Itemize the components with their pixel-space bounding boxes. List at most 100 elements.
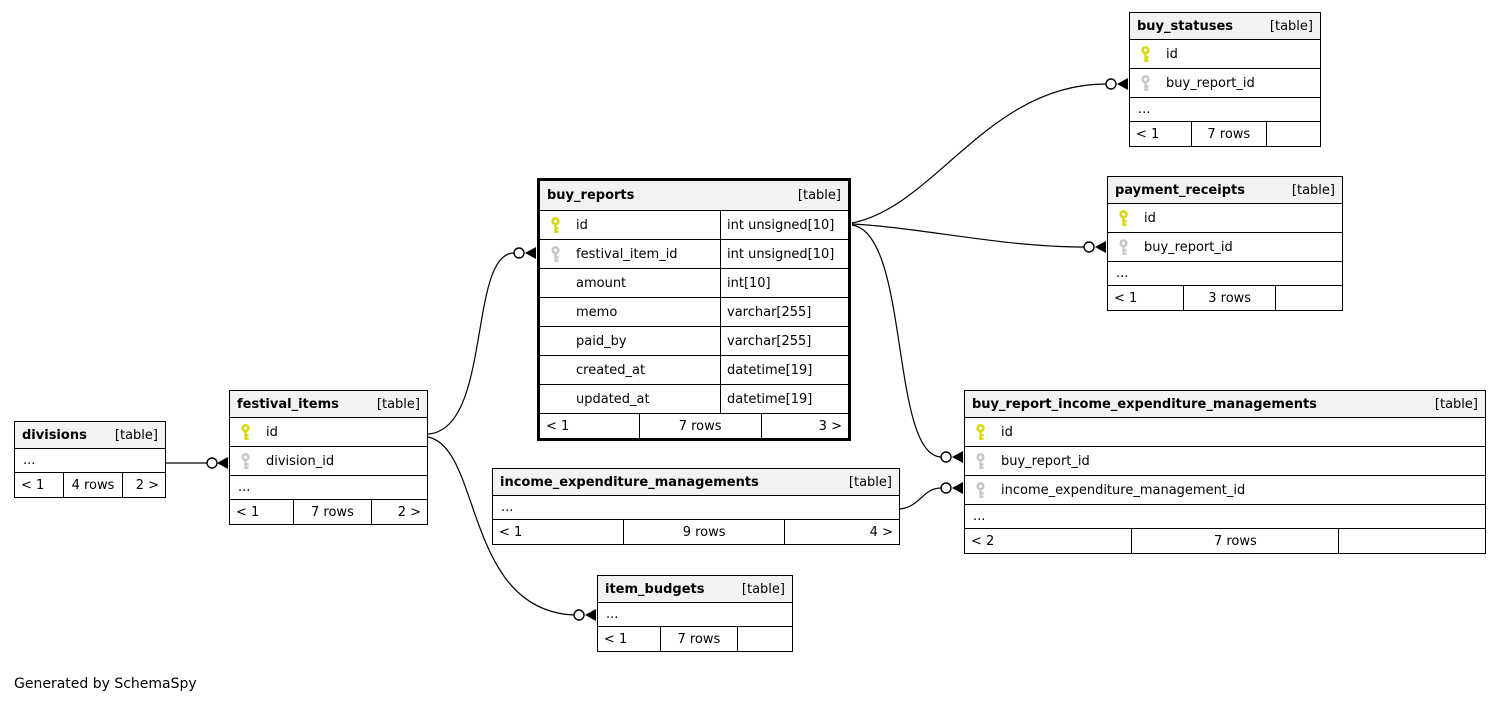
relationship-festival-items-item-budgets — [427, 436, 596, 621]
table-tag: [table] — [376, 396, 420, 412]
column-name: income_expenditure_management_id — [1001, 482, 1246, 498]
footer-relations-out — [1276, 286, 1342, 310]
table-footer: < 1 7 rows 3 > — [540, 414, 848, 438]
footer-row-count: 7 rows — [1190, 122, 1267, 146]
table-header: buy_reports [table] — [540, 181, 848, 211]
footer-relations-in: < 2 — [971, 533, 995, 549]
column-row: festival_item_id int unsigned[10] — [540, 240, 848, 269]
table-footer: < 1 7 rows — [1130, 122, 1320, 146]
key-spacer — [550, 333, 561, 350]
column-row: updated_at datetime[19] — [540, 385, 848, 414]
columns-ellipsis: ... — [1108, 262, 1342, 286]
column-row: id — [230, 418, 427, 447]
column-type: int unsigned[10] — [727, 246, 835, 262]
table-tag: [table] — [741, 581, 785, 597]
table-income-expenditure-managements[interactable]: income_expenditure_managements [table] .… — [492, 468, 900, 545]
footer-relations-in: < 1 — [236, 504, 260, 520]
footer-relations-out — [738, 627, 792, 651]
footer-row-count: 7 rows — [660, 627, 738, 651]
columns-ellipsis: ... — [965, 505, 1485, 529]
table-festival-items[interactable]: festival_items [table] id division_id ..… — [229, 390, 428, 525]
table-buy-reports[interactable]: buy_reports [table] id int unsigned[10] … — [537, 178, 851, 441]
table-title[interactable]: buy_report_income_expenditure_management… — [972, 396, 1317, 412]
table-title[interactable]: item_budgets — [605, 581, 705, 597]
footer-relations-in: < 1 — [21, 477, 45, 493]
table-buy-report-income-expenditure-managements[interactable]: buy_report_income_expenditure_management… — [964, 390, 1486, 554]
column-name: paid_by — [576, 333, 627, 349]
relationship-divisions-festival-items — [166, 457, 228, 469]
footer-relations-in: < 1 — [499, 524, 523, 540]
table-footer: < 1 3 rows — [1108, 286, 1342, 310]
table-buy-statuses[interactable]: buy_statuses [table] id buy_report_id ..… — [1129, 12, 1321, 147]
column-name: buy_report_id — [1166, 75, 1255, 91]
table-payment-receipts[interactable]: payment_receipts [table] id buy_report_i… — [1107, 176, 1343, 311]
footer-relations-out — [1339, 529, 1485, 553]
table-footer: < 1 4 rows 2 > — [15, 473, 165, 497]
column-row: id int unsigned[10] — [540, 211, 848, 240]
footer-relations-out: 3 > — [818, 418, 842, 434]
key-spacer — [550, 304, 561, 321]
table-footer: < 1 9 rows 4 > — [493, 520, 899, 544]
foreign-key-icon — [550, 245, 561, 263]
column-name: id — [266, 424, 278, 440]
table-title[interactable]: buy_reports — [547, 188, 635, 203]
table-header: divisions [table] — [15, 422, 165, 449]
primary-key-icon — [240, 423, 251, 441]
column-row: created_at datetime[19] — [540, 356, 848, 385]
column-name: created_at — [576, 362, 646, 378]
column-name: amount — [576, 275, 627, 291]
foreign-key-icon — [1118, 238, 1129, 256]
table-title[interactable]: festival_items — [237, 396, 339, 412]
table-title[interactable]: divisions — [22, 427, 87, 443]
primary-key-icon — [1118, 209, 1129, 227]
table-item-budgets[interactable]: item_budgets [table] ... < 1 7 rows — [597, 575, 793, 652]
column-row: id — [1108, 204, 1342, 233]
column-name: updated_at — [576, 391, 650, 407]
column-name: buy_report_id — [1001, 453, 1090, 469]
column-type: varchar[255] — [727, 333, 812, 349]
column-row: division_id — [230, 447, 427, 476]
relationship-buy-reports-payment-receipts — [851, 223, 1106, 253]
footer-row-count: 7 rows — [293, 500, 372, 524]
table-title[interactable]: buy_statuses — [1137, 18, 1234, 34]
table-header: buy_statuses [table] — [1130, 13, 1320, 40]
footer-relations-in: < 1 — [1136, 126, 1160, 142]
table-header: income_expenditure_managements [table] — [493, 469, 899, 496]
table-footer: < 1 7 rows — [598, 627, 792, 651]
footer-relations-out: 2 > — [135, 477, 159, 493]
table-footer: < 1 7 rows 2 > — [230, 500, 427, 524]
table-header: buy_report_income_expenditure_management… — [965, 391, 1485, 418]
table-tag: [table] — [114, 427, 158, 443]
table-header: festival_items [table] — [230, 391, 427, 418]
column-name: memo — [576, 304, 618, 320]
footer-relations-out: 4 > — [869, 524, 893, 540]
footer-row-count: 3 rows — [1182, 286, 1277, 310]
footer-relations-in: < 1 — [1114, 290, 1138, 306]
table-title[interactable]: income_expenditure_managements — [500, 474, 759, 490]
primary-key-icon — [975, 423, 986, 441]
key-spacer — [550, 362, 561, 379]
relationship-festival-items-buy-reports — [427, 247, 536, 435]
key-spacer — [550, 275, 561, 292]
footer-relations-in: < 1 — [546, 418, 570, 434]
columns-ellipsis: ... — [1130, 98, 1320, 122]
column-name: id — [576, 217, 588, 233]
column-name: id — [1001, 424, 1013, 440]
primary-key-icon — [550, 216, 561, 234]
relationship-buy-reports-briem — [851, 224, 963, 463]
columns-ellipsis: ... — [15, 449, 165, 473]
table-tag: [table] — [1269, 18, 1313, 34]
column-row: buy_report_id — [965, 447, 1485, 476]
footer-row-count: 7 rows — [638, 414, 762, 438]
key-spacer — [550, 391, 561, 408]
column-type: datetime[19] — [727, 391, 813, 407]
generator-credit: Generated by SchemaSpy — [14, 676, 197, 692]
footer-relations-out — [1267, 122, 1320, 146]
table-divisions[interactable]: divisions [table] ... < 1 4 rows 2 > — [14, 421, 166, 498]
table-header: item_budgets [table] — [598, 576, 792, 603]
table-title[interactable]: payment_receipts — [1115, 182, 1245, 198]
column-row: buy_report_id — [1130, 69, 1320, 98]
relationship-buy-reports-buy-statuses — [851, 78, 1128, 224]
